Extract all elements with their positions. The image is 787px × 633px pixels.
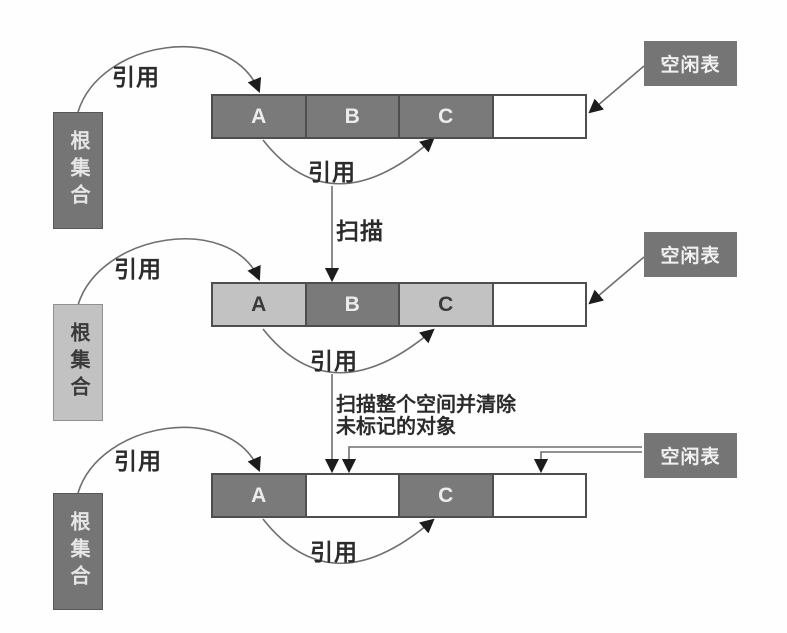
sweep-label-line1: 扫描整个空间并清除 [336,394,516,416]
memory-block-c2: C [398,284,492,325]
reference-label-row3-under: 引用 [310,539,358,565]
block-label: C [438,104,454,128]
block-label: A [251,483,267,507]
free-list-arrow-row3-left [341,446,642,474]
block-label: C [438,483,454,507]
memory-block-a3: A [213,475,305,516]
block-label: A [251,292,267,316]
root-set-box-2: 根集合 [53,304,103,421]
root-set-label: 根集合 [67,511,89,592]
memory-block-free3a [304,475,398,516]
free-list-box-3: 空闲表 [644,433,737,478]
memory-bar-1: A B C [211,94,587,139]
free-list-label: 空闲表 [660,55,721,76]
root-set-label: 根集合 [67,322,89,403]
memory-block-a2: A [213,284,305,325]
block-label: A [251,104,267,128]
reference-label-row1-under: 引用 [308,159,356,185]
reference-label-row1-top: 引用 [112,64,160,90]
root-set-box-1: 根集合 [53,112,103,229]
memory-block-c3: C [398,475,492,516]
reference-label-row3-top: 引用 [114,448,162,474]
block-label: C [438,292,454,316]
memory-bar-3: A C [211,473,587,518]
scan-label: 扫描 [336,218,384,244]
memory-block-b2: B [304,284,398,325]
memory-block-b1: B [304,96,398,137]
free-list-arrow-row2 [588,256,645,305]
memory-block-free3b [491,475,585,516]
sweep-label-line2: 未标记的对象 [336,416,456,438]
free-list-label: 空闲表 [660,246,721,267]
free-list-box-1: 空闲表 [644,41,737,86]
free-list-box-2: 空闲表 [644,232,737,277]
memory-block-c1: C [398,96,492,137]
memory-block-a1: A [213,96,305,137]
block-label: B [344,104,360,128]
memory-block-free1 [491,96,585,137]
block-label: B [344,292,360,316]
free-list-label: 空闲表 [660,447,721,468]
free-list-arrow-row1 [588,65,645,114]
reference-label-row2-under: 引用 [310,348,358,374]
reference-label-row2-top: 引用 [114,256,162,282]
memory-block-free2 [491,284,585,325]
memory-bar-2: A B C [211,282,587,327]
free-list-arrow-row3-right [533,451,642,474]
root-set-label: 根集合 [67,130,89,211]
root-set-box-3: 根集合 [53,493,103,610]
